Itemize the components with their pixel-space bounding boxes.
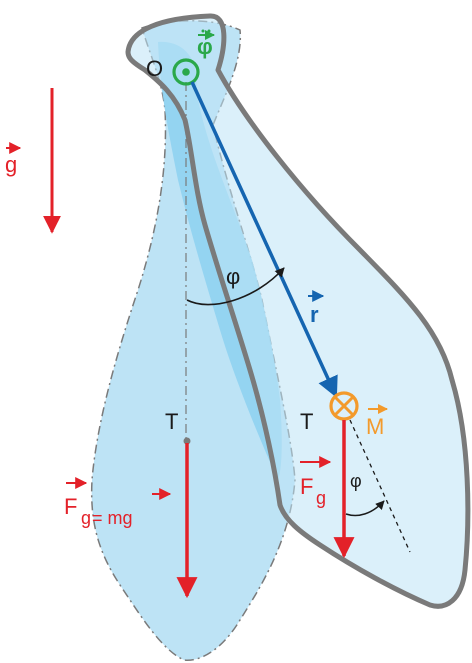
- pivot-outer-ring: [172, 58, 200, 86]
- gravity-label: g: [5, 152, 17, 177]
- hanging-force-main: F: [64, 494, 77, 519]
- swung-force-sub: g: [316, 488, 326, 508]
- moment-symbol-ring: [329, 391, 359, 421]
- hanging-force-sub: g: [81, 508, 91, 528]
- angular-velocity-label: φ: [197, 34, 213, 59]
- swung-force-main: F: [300, 474, 313, 499]
- pivot-label: O: [146, 56, 163, 81]
- upper-angle-label: φ: [226, 264, 240, 289]
- angular-velocity-dots: [201, 29, 211, 33]
- position-vector-arrow: [190, 81, 338, 398]
- lower-angle-label: φ: [350, 471, 362, 491]
- hanging-force-eq: = mg: [92, 508, 133, 528]
- hanging-center-point: [183, 437, 191, 445]
- hanging-body-shape: [90, 19, 296, 661]
- pivot-center-dot: [182, 68, 190, 76]
- swung-center-label: T: [300, 409, 313, 434]
- moment-symbol-cross: [333, 395, 355, 417]
- upper-angle-arc: [186, 267, 285, 306]
- lower-angle-arc: [345, 500, 385, 517]
- position-vector-label: r: [310, 302, 319, 327]
- hanging-center-label: T: [165, 409, 178, 434]
- radial-extension-line: [349, 419, 411, 553]
- moment-label: M: [366, 414, 384, 439]
